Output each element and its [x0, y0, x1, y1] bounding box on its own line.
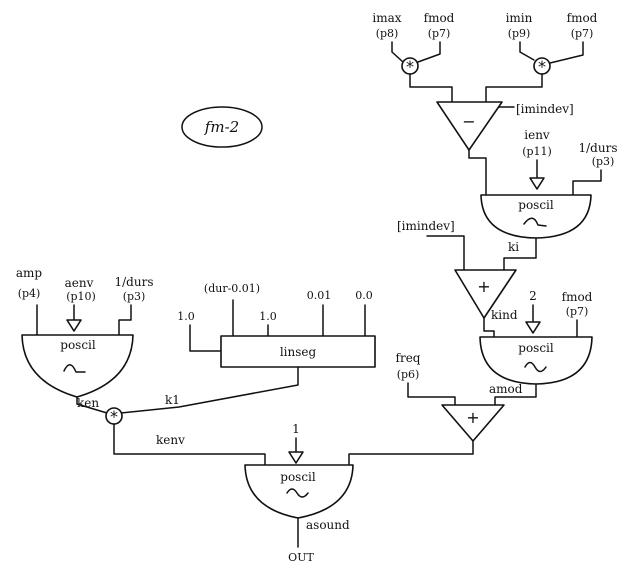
linseg-arg-b: (dur-0.01): [204, 282, 260, 295]
signal-k1: k1: [165, 393, 180, 407]
multiply-node-envelope: *: [105, 407, 123, 426]
multiply-node-imin: *: [533, 57, 551, 76]
one-arrow-icon: [288, 451, 304, 464]
signal-kind: kind: [491, 308, 518, 322]
add-module-bottom-symbol: +: [466, 408, 479, 427]
poscil-out-sine-icon: [286, 488, 309, 498]
signal-amod: amod: [489, 382, 523, 396]
subtract-module: −: [436, 101, 503, 151]
signal-ken: ken: [77, 396, 99, 410]
wire-kind: [483, 317, 495, 338]
poscil-out-module: poscil: [244, 464, 354, 519]
input-durs-left-pfield: (p3): [123, 290, 146, 303]
input-freq-pfield: (p6): [397, 368, 420, 381]
multiply-node-envelope-symbol: *: [110, 407, 118, 426]
aenv-arrow-icon: [66, 319, 82, 332]
title-text: fm-2: [204, 118, 239, 136]
multiply-node-imax: *: [401, 57, 419, 76]
subtract-module-symbol: −: [462, 112, 475, 131]
wire-imin: [519, 41, 535, 61]
wire-ken: [76, 396, 108, 414]
input-ienv-pfield: (p11): [522, 145, 552, 158]
input-imin-pfield: (p9): [508, 27, 531, 40]
add-module-bottom: +: [441, 404, 505, 442]
wire-imax: [391, 41, 404, 63]
poscil-out-label: poscil: [280, 470, 316, 484]
input-fmod-1-label: fmod: [424, 11, 455, 25]
linseg-arg-c: 1.0: [259, 310, 277, 323]
input-fmod-3-pfield: (p7): [566, 305, 589, 318]
wire-amod: [494, 383, 537, 406]
linseg-label: linseg: [280, 345, 317, 359]
input-fmod-2-pfield: (p7): [571, 27, 594, 40]
wire-k1: [120, 366, 299, 414]
signal-imindev-top: [imindev]: [516, 102, 574, 116]
wire-subtract-output: [468, 149, 487, 196]
poscil-top-label: poscil: [518, 198, 554, 212]
wire-fmod-2: [549, 41, 584, 64]
signal-imindev-left: [imindev]: [397, 219, 455, 233]
wire-durs-top: [572, 169, 602, 196]
input-freq-label: freq: [396, 351, 421, 365]
linseg-arg-a: 1.0: [177, 310, 195, 323]
poscil-top-module: poscil: [480, 194, 592, 239]
add-module-top: +: [454, 269, 517, 319]
poscil-mid-label: poscil: [518, 341, 554, 355]
wire-imin-product: [485, 73, 543, 103]
wire-frequency-sum: [348, 440, 474, 466]
linseg-arg-e: 0.0: [355, 289, 373, 302]
input-amp-pfield: (p4): [18, 287, 41, 300]
input-imin-label: imin: [506, 11, 533, 25]
two-arrow-icon: [525, 321, 541, 334]
wire-ki: [503, 237, 537, 276]
input-aenv-pfield: (p10): [66, 290, 96, 303]
poscil-mid-module: poscil: [479, 336, 593, 385]
poscil-top-envelope-icon: [523, 217, 547, 227]
wire-kenv: [113, 423, 266, 466]
input-ienv-label: ienv: [524, 128, 550, 142]
input-durs-top-label: 1/durs: [579, 141, 618, 155]
input-imax-pfield: (p8): [376, 27, 399, 40]
add-module-top-symbol: +: [477, 277, 490, 296]
signal-asound: asound: [306, 518, 350, 532]
multiply-node-imin-symbol: *: [538, 57, 546, 76]
poscil-left-module: poscil: [21, 334, 134, 398]
poscil-mid-sine-icon: [524, 361, 547, 373]
wire-freq: [407, 382, 456, 406]
wire-durs-left: [118, 304, 132, 336]
input-two-label: 2: [529, 289, 537, 303]
multiply-node-imax-symbol: *: [406, 57, 414, 76]
wire-linseg-a: [189, 324, 222, 352]
signal-out: OUT: [288, 551, 314, 564]
poscil-left-label: poscil: [60, 338, 96, 352]
signal-ki: ki: [508, 240, 519, 254]
wire-imax-product: [409, 73, 453, 103]
signal-kenv: kenv: [156, 433, 185, 447]
input-fmod-1-pfield: (p7): [428, 27, 451, 40]
ienv-arrow-icon: [529, 177, 545, 190]
input-one-label: 1: [292, 422, 300, 436]
input-imax-label: imax: [372, 11, 401, 25]
wire-fmod-1: [417, 41, 441, 63]
input-fmod-3-label: fmod: [562, 290, 593, 304]
input-aenv-label: aenv: [65, 276, 94, 290]
title-ellipse: [181, 106, 263, 148]
linseg-module: linseg: [220, 335, 376, 368]
linseg-arg-d: 0.01: [307, 289, 332, 302]
input-fmod-2-label: fmod: [567, 11, 598, 25]
poscil-left-envelope-icon: [63, 364, 86, 373]
title-badge: fm-2: [181, 106, 263, 148]
input-durs-left-label: 1/durs: [115, 275, 154, 289]
input-amp-label: amp: [16, 266, 43, 280]
wire-imindev-left: [426, 235, 465, 271]
input-durs-top-pfield: (p3): [592, 155, 615, 168]
